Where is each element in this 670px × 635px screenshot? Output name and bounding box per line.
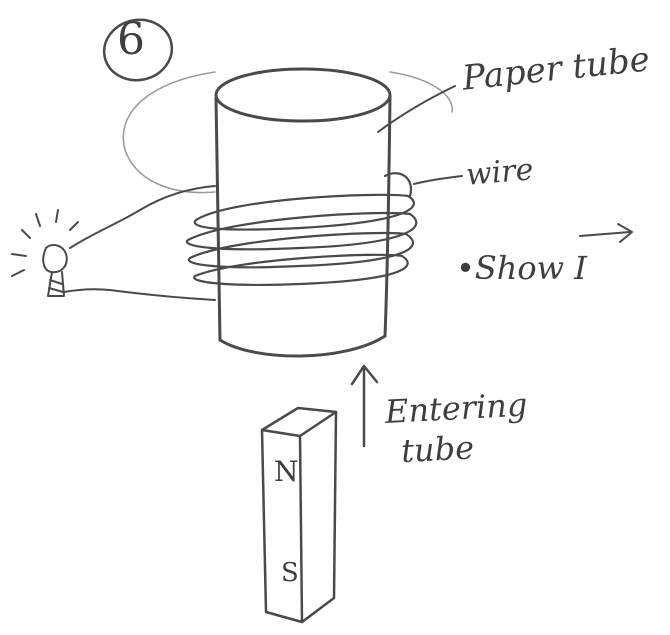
- step-number-circle: [102, 18, 174, 82]
- tube-right-side: [383, 94, 392, 338]
- label-wire: wire: [464, 152, 535, 193]
- lower-lead: [63, 288, 216, 301]
- label-show-current: •Show I: [456, 249, 587, 287]
- tube-left-side: [214, 96, 222, 342]
- label-entering-line1: Entering: [384, 385, 529, 431]
- wire-coil: [185, 172, 418, 286]
- light-bulb-icon: [11, 209, 79, 297]
- paper-tube-leader: [377, 85, 456, 133]
- upper-lead: [69, 185, 216, 249]
- magnet-south-label: S: [281, 558, 299, 588]
- tube-bottom-edge: [218, 334, 387, 358]
- step-number: 6: [117, 14, 145, 65]
- magnet-top-face: [260, 406, 338, 438]
- motion-arrow-icon: [350, 364, 379, 448]
- wire-leader: [413, 175, 463, 185]
- label-entering-line2: tube: [400, 428, 475, 471]
- paper-tube: [214, 67, 392, 358]
- faint-field-ellipse: [122, 71, 453, 194]
- magnet-side-face: [300, 410, 338, 624]
- tube-top: [214, 67, 392, 123]
- label-entering-tube: Entering tube: [384, 384, 538, 472]
- label-leaders: [377, 85, 463, 185]
- magnet-front-face: [260, 428, 304, 624]
- magnet-north-label: N: [274, 455, 299, 488]
- bar-magnet: [260, 406, 338, 624]
- wire-leads: [63, 185, 216, 301]
- current-arrow-icon: [579, 223, 633, 243]
